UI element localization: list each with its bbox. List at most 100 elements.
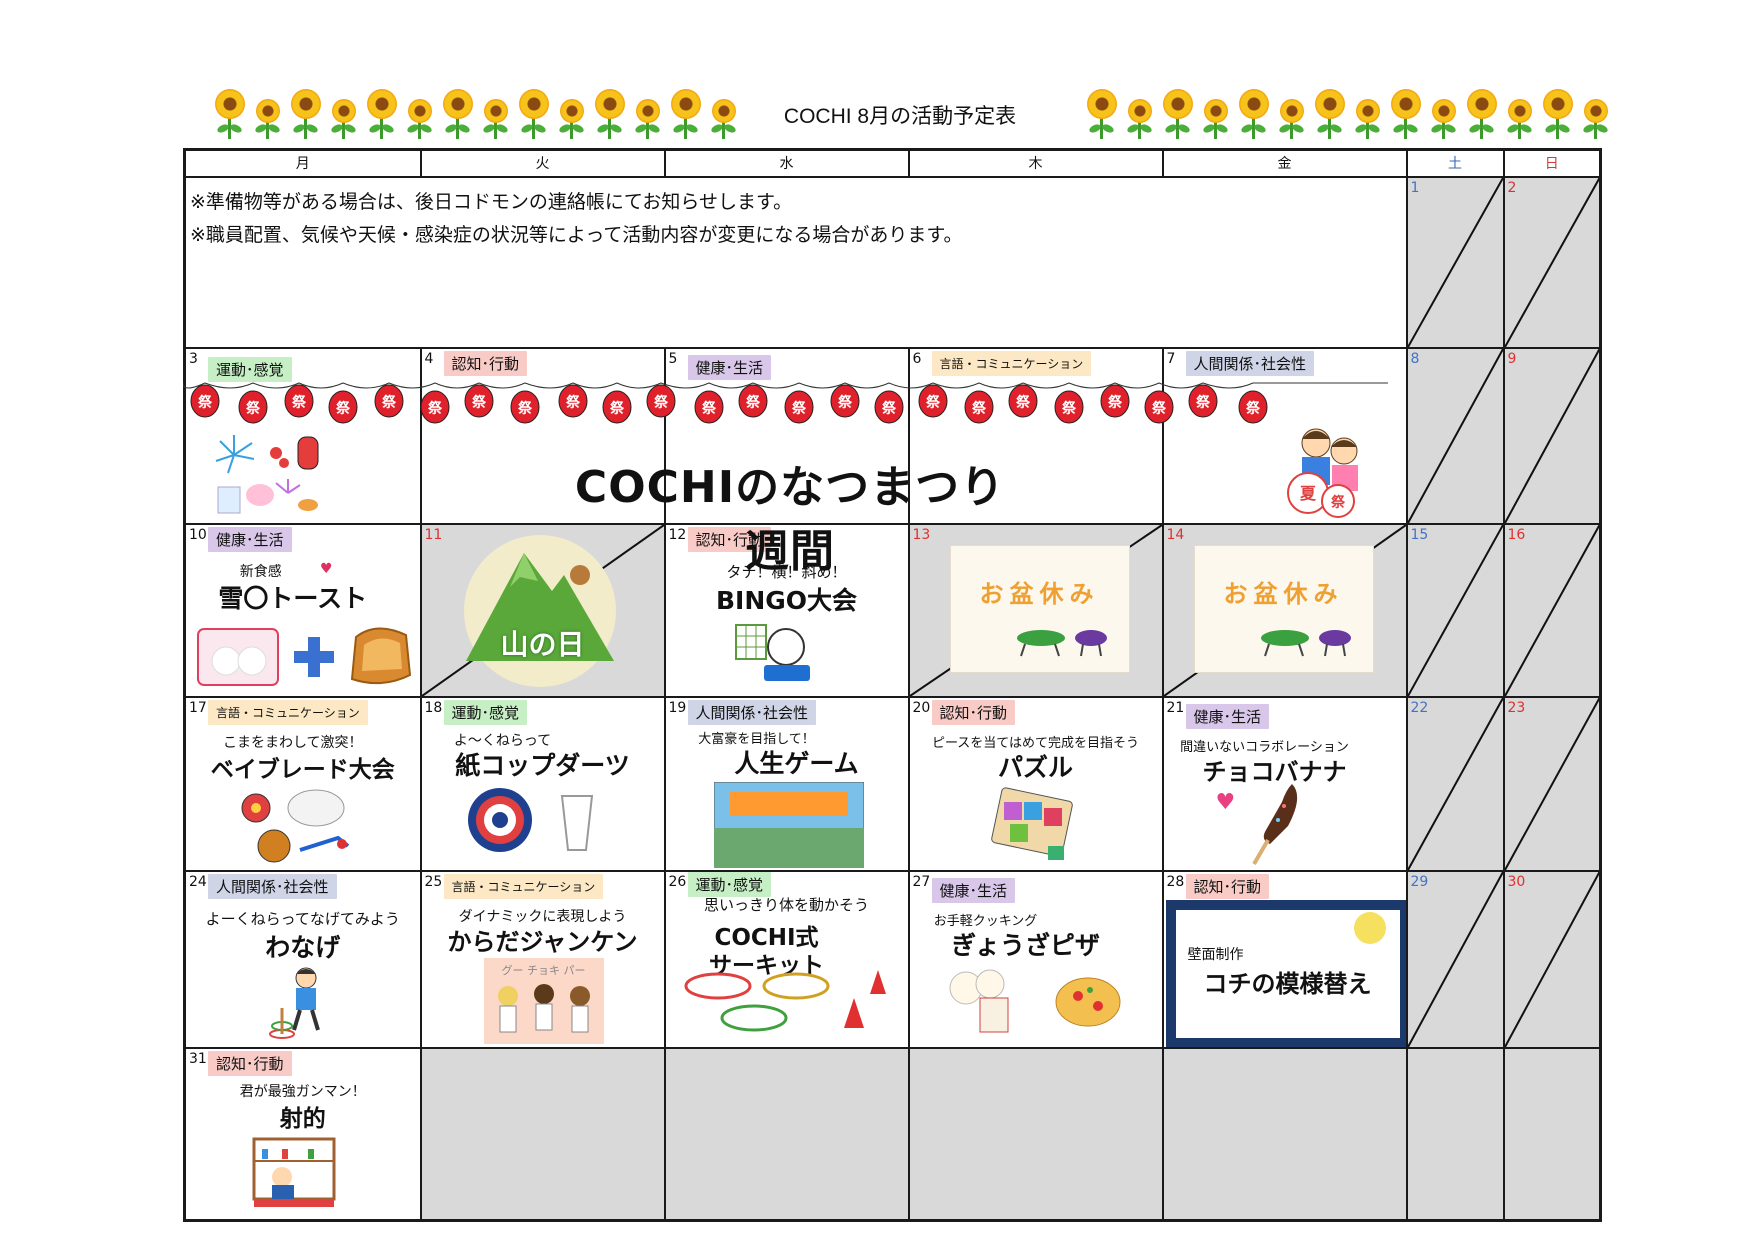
lantern-char: 祭 <box>653 394 669 411</box>
day-number: 31 <box>189 1050 207 1067</box>
day-cell-6[interactable]: 6 言語・コミュニケーション <box>907 346 1164 525</box>
day-cell-8[interactable]: 8 <box>1405 346 1505 525</box>
day-cell-28[interactable]: 28 認知･行動 壁面制作 コチの模様替え <box>1161 869 1408 1049</box>
category-tag: 言語・コミュニケーション <box>931 350 1092 376</box>
day-number: 19 <box>668 699 687 716</box>
lantern-char: 祭 <box>517 400 533 417</box>
lantern-icon: 祭 <box>284 384 314 418</box>
day-cell-27[interactable]: 27 健康･生活 お手軽クッキング ぎょうざピザ <box>907 869 1164 1049</box>
activity-title: 人生ゲーム <box>734 748 859 778</box>
day-cell-14[interactable]: 14 お盆休み <box>1161 522 1408 698</box>
day-cell-20[interactable]: 20 認知･行動 ピースを当てはめて完成を目指そう パズル <box>907 695 1164 872</box>
day-cell-5[interactable]: 5 健康･生活 <box>663 346 910 525</box>
day-number: 15 <box>1410 526 1429 543</box>
day-cell-24[interactable]: 24 人間関係･社会性 よーくねらってなげてみよう わなげ <box>183 869 422 1049</box>
day-cell-23[interactable]: 23 <box>1502 695 1602 872</box>
day-cell-18[interactable]: 18 運動･感覚 よ～くねらって 紙コップダーツ <box>419 695 666 872</box>
day-cell-12[interactable]: 12 認知･行動 タテ！横！斜め！ BINGO大会 <box>663 522 910 698</box>
day-cell-30[interactable]: 30 <box>1502 869 1602 1049</box>
notice-line-2: ※職員配置、気候や天候・感染症の状況等によって活動内容が変更になる場合があります… <box>190 223 963 246</box>
closed-slash <box>1408 349 1503 523</box>
activity-subtitle: タテ！横！斜め！ <box>726 562 847 581</box>
sunflower-icon <box>1159 87 1195 143</box>
activity-title: 射的 <box>279 1105 326 1132</box>
day-cell-4[interactable]: 4 認知･行動 <box>419 346 666 525</box>
day-cell-17[interactable]: 17 言語・コミュニケーション こまをまわして激突！ ベイブレード大会 <box>183 695 422 872</box>
category-tag: 認知･行動 <box>931 699 1016 725</box>
day-cell-31[interactable]: 31 認知･行動 君が最強ガンマン！ 射的 <box>183 1046 422 1222</box>
day-cell-13[interactable]: 13 お盆休み <box>907 522 1164 698</box>
lantern-char: 祭 <box>881 400 897 417</box>
week-row-1: ※準備物等がある場合は、後日コドモンの連絡帳にてお知らせします。 ※職員配置、気… <box>183 175 1602 349</box>
closed-slash <box>1408 698 1503 870</box>
day-number: 26 <box>668 873 687 890</box>
sunflower-icon <box>477 87 513 143</box>
lantern-icon: 祭 <box>646 384 676 418</box>
day-cell-29[interactable]: 29 <box>1405 869 1505 1049</box>
sunflower-icon <box>1235 87 1271 143</box>
sunflower-icon <box>629 87 665 143</box>
day-cell-3[interactable]: 3 運動･感覚 <box>183 346 422 525</box>
category-tag: 認知･行動 <box>687 526 772 552</box>
day-cell-7[interactable]: 7 人間関係･社会性 夏 祭 <box>1161 346 1408 525</box>
day-cell-19[interactable]: 19 人間関係･社会性 大富豪を目指して！ 人生ゲーム <box>663 695 910 872</box>
mountain-day-icon <box>463 534 616 687</box>
lantern-char: 祭 <box>197 394 213 411</box>
day-cell-9[interactable]: 9 <box>1502 346 1602 525</box>
activity-title: コチの模様替え <box>1203 969 1372 998</box>
sunflower-icon <box>1197 87 1233 143</box>
day-cell-22[interactable]: 22 <box>1405 695 1505 872</box>
activity-title: 紙コップダーツ <box>455 750 630 780</box>
page-title: COCHI 8月の活動予定表 <box>783 105 1017 128</box>
lantern-icon: 祭 <box>1144 390 1174 424</box>
weekday-wed: 水 <box>663 148 910 178</box>
gyoza-pizza-icon <box>949 969 1120 1032</box>
day-cell-21[interactable]: 21 健康･生活 間違いないコラボレーション チョコバナナ ♥ <box>1161 695 1408 872</box>
sunflower-icon <box>515 87 551 143</box>
closed-slash <box>1505 178 1600 347</box>
day-cell-25[interactable]: 25 言語・コミュニケーション ダイナミックに表現しよう からだジャンケン グー… <box>419 869 666 1049</box>
sunflower-icon <box>325 87 361 143</box>
heart-icon: ♥ <box>320 560 333 577</box>
lantern-icon: 祭 <box>784 390 814 424</box>
day-cell-2[interactable]: 2 <box>1502 175 1602 349</box>
activity-subtitle: お手軽クッキング <box>933 913 1038 929</box>
activity-subtitle: ダイナミックに表現しよう <box>458 908 627 925</box>
lantern-char: 祭 <box>291 394 307 411</box>
category-tag: 認知･行動 <box>208 1050 292 1076</box>
lantern-icon: 祭 <box>1188 384 1218 418</box>
category-tag: 人間関係･社会性 <box>208 873 337 899</box>
day-number: 17 <box>189 699 207 716</box>
category-tag: 人間関係･社会性 <box>687 699 817 725</box>
closed-slash <box>1505 698 1600 870</box>
day-cell-16[interactable]: 16 <box>1502 522 1602 698</box>
kids-icon <box>497 983 590 1032</box>
activity-subtitle: 新食感 <box>239 563 282 580</box>
activity-title: ぎょうざピザ <box>951 930 1100 960</box>
jankenpon-labels: グー チョキ パー <box>501 963 586 977</box>
day-number: 14 <box>1166 526 1185 543</box>
sunflower-icon <box>1539 87 1575 143</box>
category-tag: 健康･生活 <box>687 354 772 380</box>
day-number: 23 <box>1507 699 1526 716</box>
day-number: 5 <box>668 350 678 367</box>
day-cell-11[interactable]: 11 山の日 <box>419 522 666 698</box>
lantern-icon: 祭 <box>238 390 268 424</box>
category-tag: 認知･行動 <box>443 350 528 376</box>
lantern-char: 祭 <box>565 394 581 411</box>
day-number: 21 <box>1166 699 1185 716</box>
day-cell-1[interactable]: 1 <box>1405 175 1505 349</box>
closed-slash <box>1505 349 1600 523</box>
category-tag: 運動･感覚 <box>208 356 292 382</box>
board-game-box-icon <box>713 781 864 868</box>
sunflower-icon <box>287 87 323 143</box>
sunflower-icon <box>1349 87 1385 143</box>
lantern-char: 祭 <box>335 400 351 417</box>
lantern-char: 祭 <box>971 400 987 417</box>
day-cell-15[interactable]: 15 <box>1405 522 1505 698</box>
lantern-icon: 祭 <box>1238 390 1268 424</box>
day-cell-26[interactable]: 26 運動･感覚 思いっきり体を動かそう COCHI式 サーキット <box>663 869 910 1049</box>
lantern-string: 祭祭祭祭祭祭祭祭祭祭祭祭祭祭祭祭祭祭祭祭祭祭祭祭 <box>183 382 1388 424</box>
heart-icon: ♥ <box>1215 789 1236 815</box>
day-cell-10[interactable]: 10 健康･生活 新食感 ♥ 雪〇トースト <box>183 522 422 698</box>
